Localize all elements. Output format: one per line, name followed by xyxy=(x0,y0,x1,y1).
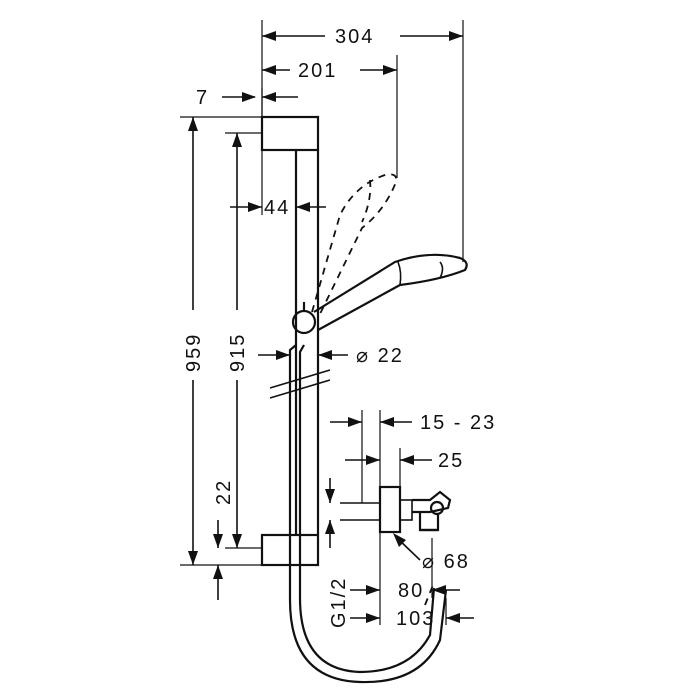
dim-handshower-offset: 201 xyxy=(262,55,398,178)
dim-rail-diameter: ⌀ 22 xyxy=(258,345,404,367)
shower-rail xyxy=(260,115,331,567)
dim-rosette-diameter: ⌀ 68 xyxy=(393,533,470,573)
dim-15-23-label: 15 - 23 xyxy=(420,412,496,434)
dim-rail-depth: 44 xyxy=(230,150,326,219)
dim-bracket-offset: 22 xyxy=(213,479,235,600)
dim-overall-height: 959 xyxy=(180,116,262,566)
dim-bracket-gap: 7 xyxy=(196,87,298,117)
shower-hose xyxy=(288,344,448,684)
dim-thread: G1/2 xyxy=(325,478,350,628)
dim-304-label: 304 xyxy=(335,26,374,48)
dim-overall-width: 304 xyxy=(261,20,464,262)
dim-7-label: 7 xyxy=(196,87,209,109)
dim-201-label: 201 xyxy=(298,60,337,82)
dim-44-label: 44 xyxy=(264,197,290,219)
dim-rail-diameter-label: ⌀ 22 xyxy=(356,345,404,367)
wall-outlet xyxy=(340,485,452,534)
dim-outlet-103: 103 xyxy=(350,598,474,630)
dim-915-label: 915 xyxy=(227,333,249,372)
outlet-rosette xyxy=(378,485,402,534)
dim-103-label: 103 xyxy=(396,608,435,630)
dim-outlet-depth: 25 xyxy=(345,448,464,487)
dim-outlet-80: 80 xyxy=(350,532,460,625)
top-wall-bracket xyxy=(260,115,320,152)
dim-g12-label: G1/2 xyxy=(328,577,350,628)
dim-68-label: ⌀ 68 xyxy=(422,551,470,573)
dim-outlet-range: 15 - 23 xyxy=(330,410,496,503)
dim-22-vertical-label: 22 xyxy=(213,479,235,505)
dim-rail-length: 915 xyxy=(225,132,262,549)
dim-959-label: 959 xyxy=(183,333,205,372)
dim-80-label: 80 xyxy=(398,580,424,602)
hand-shower xyxy=(291,173,468,335)
dim-25-label: 25 xyxy=(438,450,464,472)
